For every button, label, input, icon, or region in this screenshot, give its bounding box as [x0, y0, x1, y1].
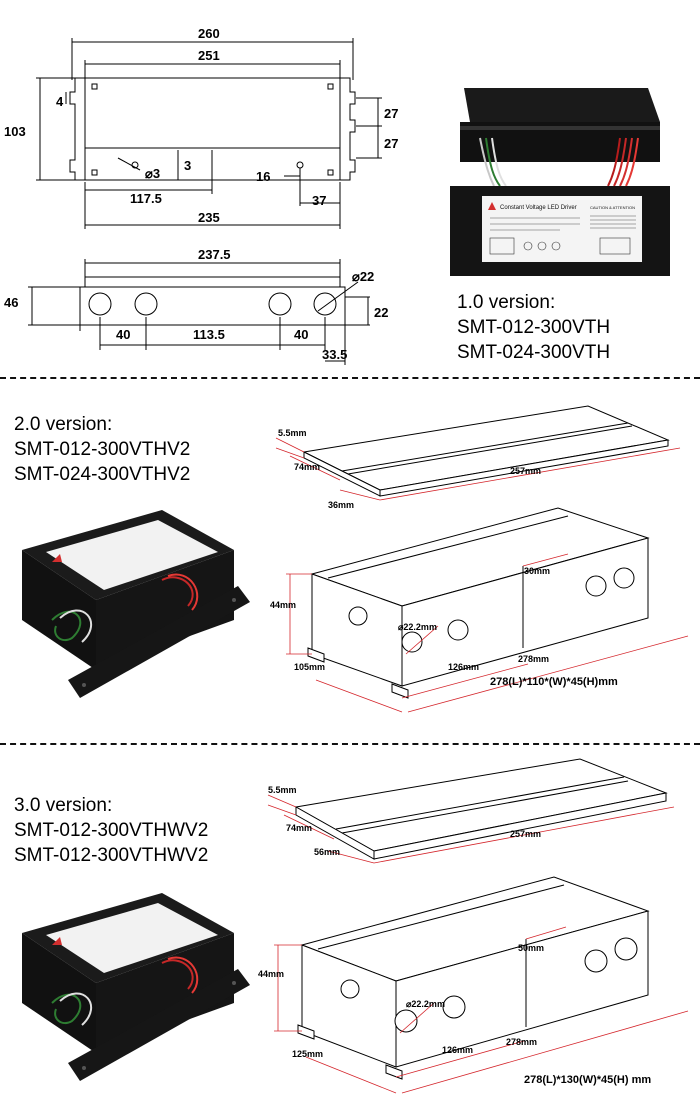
dim-4: 4	[56, 94, 64, 109]
dim-hole-3: ⌀3	[145, 166, 160, 181]
v3-box-drawing: 44mm 125mm ⌀22.2mm 126mm 278mm 50mm	[258, 876, 689, 1094]
v2-box-drawing: 44mm 105mm ⌀22.2mm 126mm 278mm 30mm	[270, 507, 689, 713]
v2-product-photo	[22, 510, 250, 698]
v1-product-photo: Constant Voltage LED Driver CAUTION & AT…	[450, 88, 670, 276]
dim-251: 251	[198, 48, 220, 63]
v1-version-title: 1.0 version:	[457, 292, 556, 313]
v1-side-view-drawing: 237.5 46 ⌀22 22 40 113.5 40 33.5	[4, 247, 388, 365]
v3-box-height: 44mm	[258, 969, 284, 979]
v3-box-offset: 50mm	[518, 943, 544, 953]
v3-version-title: 3.0 version:	[14, 795, 113, 816]
version-2-section: 2.0 version: SMT-012-300VTHV2 SMT-024-30…	[0, 380, 700, 740]
dim-235: 235	[198, 210, 220, 225]
v3-model-2: SMT-012-300VTHWV2	[14, 845, 209, 866]
v3-box-length: 278mm	[506, 1037, 537, 1047]
dim-46: 46	[4, 295, 18, 310]
v3-cover-width: 74mm	[286, 823, 312, 833]
dim-40b: 40	[294, 327, 308, 342]
dim-117: 117.5	[130, 191, 162, 206]
dim-237: 237.5	[198, 247, 231, 262]
dim-27b: 27	[384, 136, 398, 151]
dim-103: 103	[4, 124, 26, 139]
v3-box-width: 125mm	[292, 1049, 323, 1059]
v1-model-2: SMT-024-300VTH	[457, 342, 611, 363]
v1-top-view-drawing: 260 251 103 4 27 27 ⌀3 3 117.5 16 37 235	[4, 26, 398, 229]
v2-box-spacing: 126mm	[448, 662, 479, 672]
version-1-section: 260 251 103 4 27 27 ⌀3 3 117.5 16 37 235	[0, 0, 700, 375]
dim-hole-22: ⌀22	[352, 269, 374, 284]
v3-cover-tab: 56mm	[314, 847, 340, 857]
v2-cover-thickness: 5.5mm	[278, 428, 307, 438]
dim-37: 37	[312, 193, 326, 208]
v2-box-hole: ⌀22.2mm	[398, 622, 437, 632]
v3-product-photo	[22, 893, 250, 1081]
v3-box-hole: ⌀22.2mm	[406, 999, 445, 1009]
v3-cover-drawing: 5.5mm 74mm 56mm 257mm	[267, 758, 675, 864]
dim-40a: 40	[116, 327, 130, 342]
dim-260: 260	[198, 26, 220, 41]
v2-spec-text: 278(L)*110*(W)*45(H)mm	[490, 676, 618, 688]
v3-cover-length: 257mm	[510, 829, 541, 839]
v2-cover-length: 257mm	[510, 466, 541, 476]
dim-16: 16	[256, 169, 270, 184]
dim-3: 3	[184, 158, 191, 173]
v2-box-width: 105mm	[294, 662, 325, 672]
v3-spec-text: 278(L)*130(W)*45(H) mm	[524, 1074, 652, 1086]
v2-box-length: 278mm	[518, 654, 549, 664]
v2-model-2: SMT-024-300VTHV2	[14, 464, 191, 485]
dim-33: 33.5	[322, 347, 347, 362]
v1-model-1: SMT-012-300VTH	[457, 317, 611, 338]
separator-1	[0, 377, 700, 379]
v2-cover-drawing: 5.5mm 74mm 36mm 257mm	[275, 405, 681, 510]
v2-cover-tab: 36mm	[328, 500, 354, 510]
v3-box-spacing: 126mm	[442, 1045, 473, 1055]
dim-22: 22	[374, 305, 388, 320]
v1-label-brand: Constant Voltage LED Driver	[500, 205, 577, 211]
v2-box-offset: 30mm	[524, 566, 550, 576]
v2-box-height: 44mm	[270, 600, 296, 610]
v2-model-1: SMT-012-300VTHV2	[14, 439, 191, 460]
separator-2	[0, 743, 700, 745]
dim-27a: 27	[384, 106, 398, 121]
v1-label-caution: CAUTION & ATTENTION	[590, 205, 635, 210]
v3-model-1: SMT-012-300VTHWV2	[14, 820, 209, 841]
v3-cover-thickness: 5.5mm	[268, 785, 297, 795]
version-3-section: 3.0 version: SMT-012-300VTHWV2 SMT-012-3…	[0, 745, 700, 1120]
v2-cover-width: 74mm	[294, 462, 320, 472]
v2-version-title: 2.0 version:	[14, 414, 113, 435]
dim-113: 113.5	[193, 327, 225, 342]
